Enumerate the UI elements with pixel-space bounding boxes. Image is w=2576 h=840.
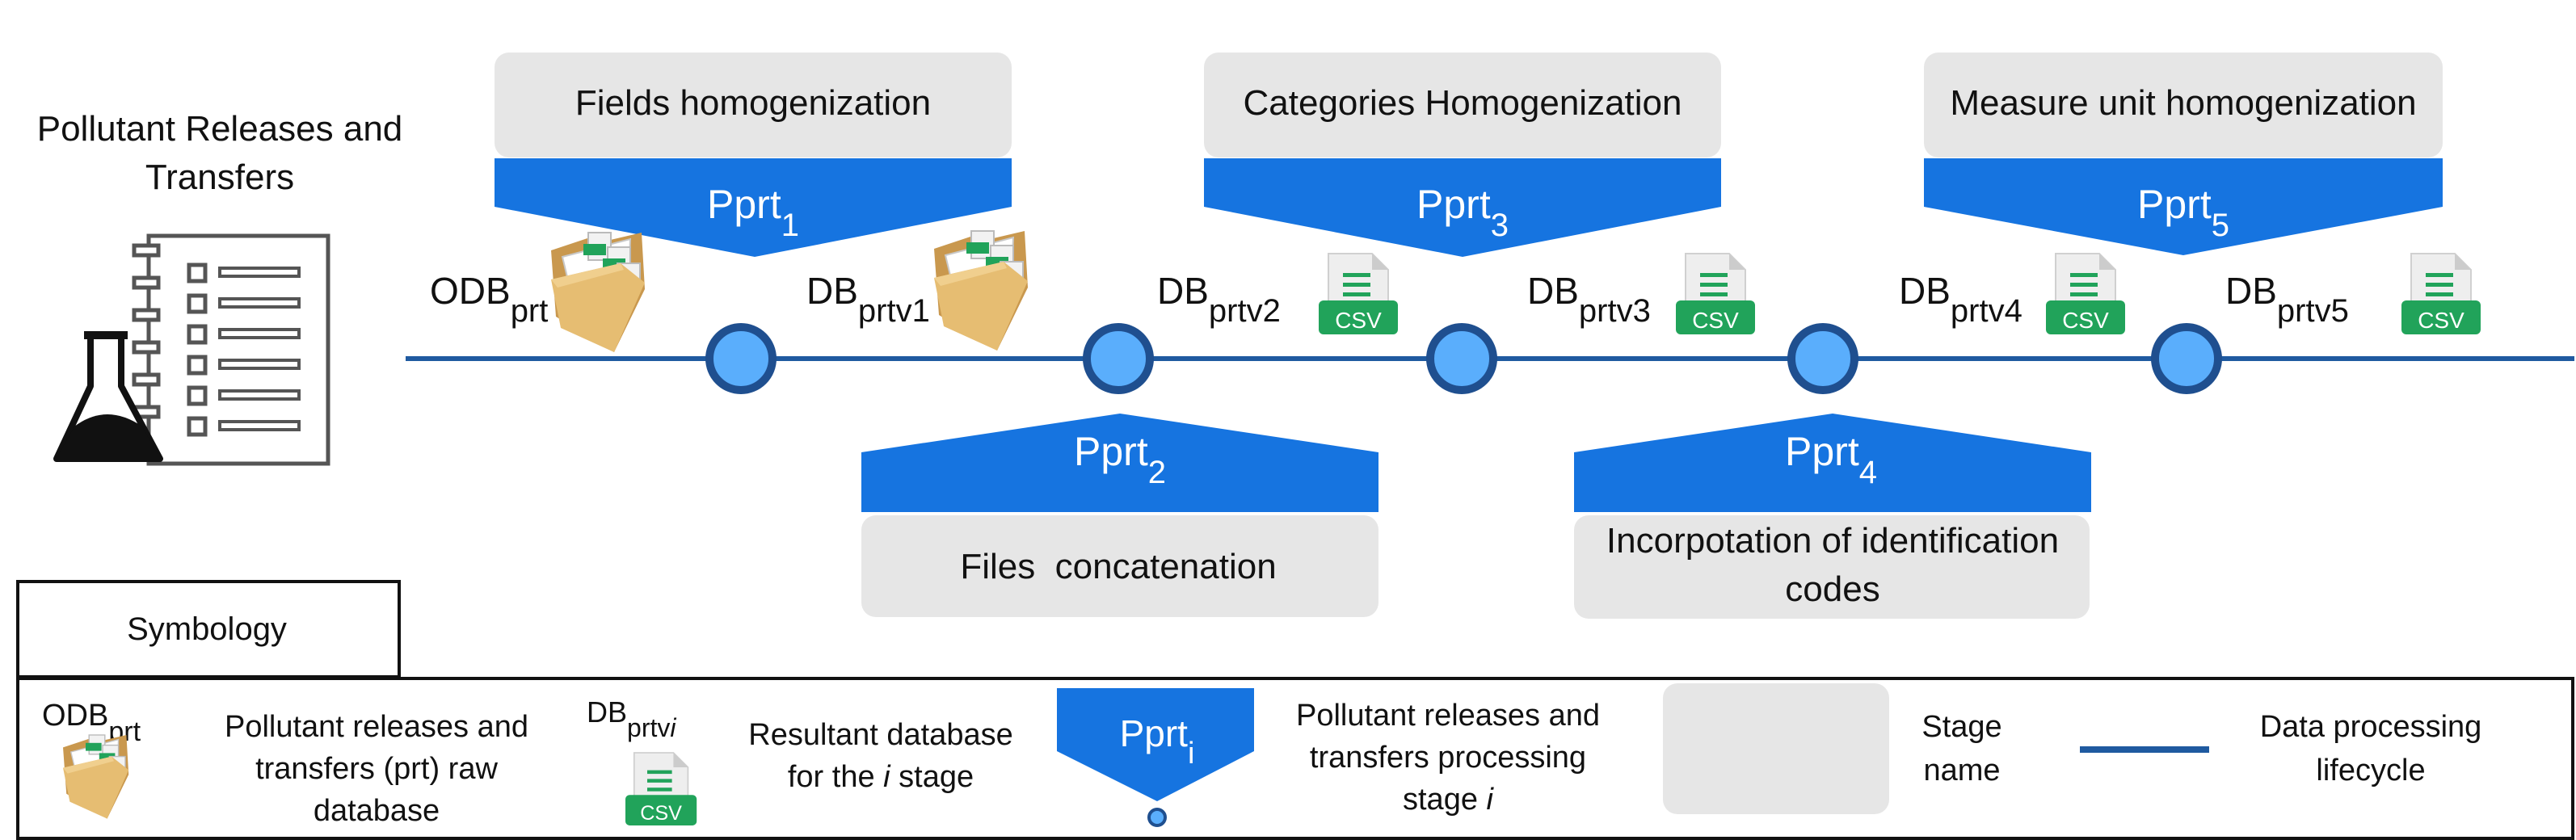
symbology-title: Symbology xyxy=(127,611,287,647)
legend-process-banner xyxy=(1057,688,1254,801)
title-line-2: Transfers xyxy=(145,158,294,197)
legend-odb-desc-1: Pollutant releases and xyxy=(225,710,528,744)
csv-icon-prtv4: CSV xyxy=(2045,253,2126,335)
stage-name-2: Files concatenation xyxy=(960,547,1276,586)
legend-db-label: DBprtvi xyxy=(587,695,676,742)
legend-proc-desc-2: transfers processing xyxy=(1310,741,1586,775)
process-banner-1 xyxy=(495,158,1012,257)
process-label-2: Pprt2 xyxy=(1074,429,1166,490)
process-node-4 xyxy=(1787,323,1858,394)
svg-text:CSV: CSV xyxy=(640,802,682,825)
process-label-3: Pprt3 xyxy=(1416,182,1509,243)
legend-line-desc-1: Data processing xyxy=(2260,710,2482,744)
symbology-title-box xyxy=(16,580,401,678)
stage-name-4-line-1: Incorpotation of identification xyxy=(1606,521,2059,561)
process-node-5 xyxy=(2151,323,2222,394)
stage-name-4-line-2: codes xyxy=(1785,569,1879,609)
legend-process-node xyxy=(1147,808,1167,827)
legend-process-label: Pprti xyxy=(1120,712,1195,771)
legend-line-desc-2: lifecycle xyxy=(2316,754,2425,788)
legend-proc-desc-1: Pollutant releases and xyxy=(1296,699,1600,733)
process-banner-3 xyxy=(1204,158,1721,257)
process-label-4: Pprt4 xyxy=(1785,429,1877,490)
legend-odb-desc-2: transfers (prt) raw xyxy=(255,752,498,786)
db-label-prtv2: DBprtv2 xyxy=(1157,270,1281,329)
db-label-prtv5: DBprtv5 xyxy=(2225,270,2349,329)
svg-text:CSV: CSV xyxy=(1692,308,1739,333)
csv-icon-prtv3: CSV xyxy=(1675,253,1756,335)
db-label-prtv4: DBprtv4 xyxy=(1899,270,2022,329)
process-banner-5 xyxy=(1924,158,2443,255)
legend-db-desc-1: Resultant database xyxy=(748,718,1012,752)
process-node-1 xyxy=(705,323,777,394)
folder-icon-odb xyxy=(550,232,646,353)
csv-icon-prtv5: CSV xyxy=(2401,253,2481,335)
db-label-prtv3: DBprtv3 xyxy=(1527,270,1651,329)
symbology-legend: Symbology ODBprt Pollutant releases and … xyxy=(16,580,2574,840)
pollutant-checklist-flask-icon xyxy=(53,233,330,466)
timeline-nodes xyxy=(705,323,2222,394)
legend-csv-icon: CSV xyxy=(625,752,698,826)
folder-icon-prtv1 xyxy=(933,230,1029,351)
stage-name-5: Measure unit homogenization xyxy=(1950,83,2416,123)
legend-stage-box xyxy=(1663,683,1889,814)
process-banner-4 xyxy=(1574,414,2091,512)
stage-name-1: Fields homogenization xyxy=(575,83,931,123)
stage-name-box-2 xyxy=(861,515,1378,617)
legend-stage-desc-2: name xyxy=(1923,754,2000,788)
process-label-1: Pprt1 xyxy=(707,182,799,243)
stage-name-box-4 xyxy=(1574,515,2090,619)
svg-text:CSV: CSV xyxy=(1335,308,1382,333)
process-label-5: Pprt5 xyxy=(2137,182,2229,243)
db-label-odb-prt: ODBprt xyxy=(430,270,548,329)
legend-db-desc-2: for the i stage xyxy=(788,760,974,794)
process-node-3 xyxy=(1426,323,1497,394)
process-banner-2 xyxy=(861,414,1378,512)
process-node-2 xyxy=(1083,323,1154,394)
db-label-prtv1: DBprtv1 xyxy=(806,270,930,329)
title-line-1: Pollutant Releases and xyxy=(37,109,403,149)
stage-name-box-5 xyxy=(1924,52,2443,158)
legend-stage-desc-1: Stage xyxy=(1921,710,2001,744)
stage-name-box-1 xyxy=(495,52,1012,158)
legend-proc-desc-3: stage i xyxy=(1403,783,1495,817)
symbology-box xyxy=(16,677,2574,840)
stage-name-3: Categories Homogenization xyxy=(1244,83,1682,123)
stage-name-box-3 xyxy=(1204,52,1721,158)
csv-icon-prtv2: CSV xyxy=(1318,253,1399,335)
legend-odb-desc-3: database xyxy=(314,794,440,828)
svg-text:CSV: CSV xyxy=(2062,308,2109,333)
svg-text:CSV: CSV xyxy=(2418,308,2464,333)
